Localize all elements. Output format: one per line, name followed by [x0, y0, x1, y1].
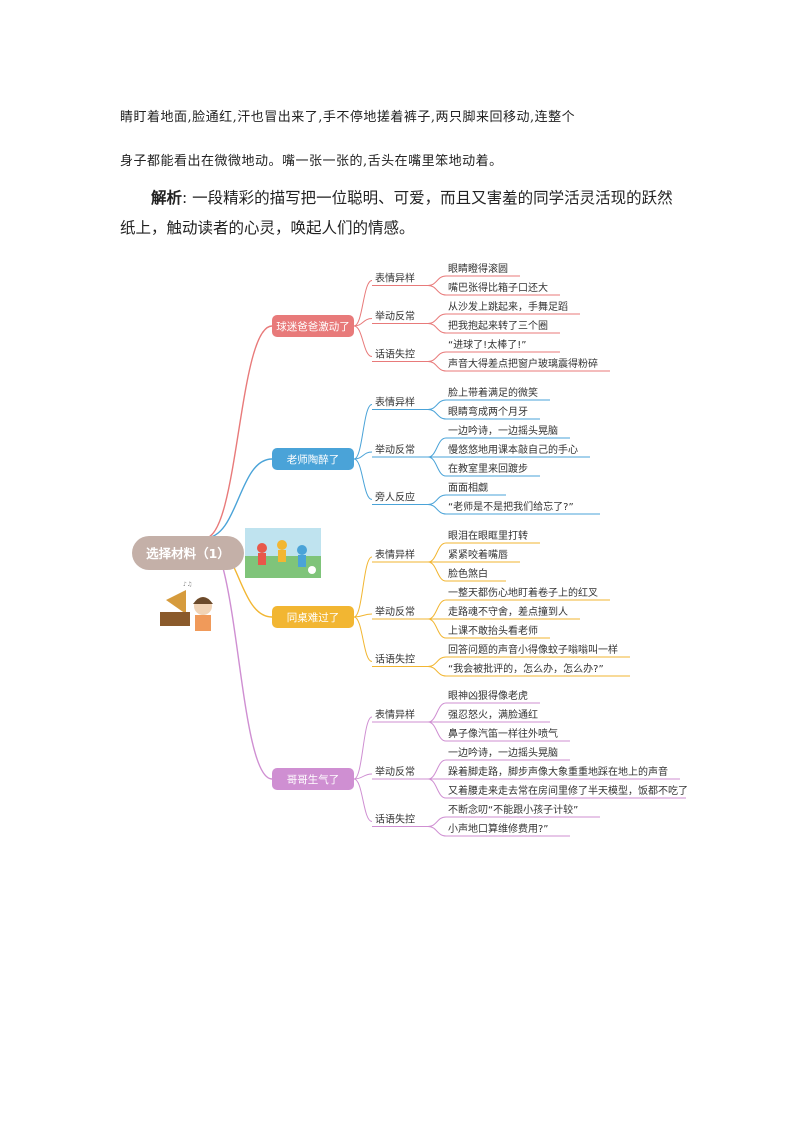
- paragraph-line-2: 身子都能看出在微微地动。嘴一张一张的,舌头在嘴里笨地动着。: [120, 154, 503, 169]
- connector-line: [353, 716, 373, 780]
- root-label: 选择材料（1）: [146, 546, 230, 561]
- leaf-text: 把我抱起来转了三个圈: [448, 319, 548, 332]
- leaf-text: 跺着脚走路，脚步声像大象重重地踩在地上的声音: [448, 765, 668, 778]
- branch-node: 球迷爸爸激动了: [272, 315, 354, 337]
- connector-line: [353, 451, 373, 460]
- category-label: 话语失控: [375, 653, 415, 666]
- analysis-paragraph: 解析: 一段精彩的描写把一位聪明、可爱，而且又害羞的同学活灵活现的跃然纸上，触动…: [120, 183, 680, 243]
- category-label: 举动反常: [375, 310, 415, 323]
- leaf-text: 鼻子像汽笛一样往外喷气: [448, 727, 558, 740]
- connector-line: [353, 556, 373, 618]
- analysis-text: : 一段精彩的描写把一位聪明、可爱，而且又害羞的同学活灵活现的跃然纸上，触动读者…: [120, 189, 673, 237]
- leaf-text: 嘴巴张得比箱子口还大: [448, 281, 548, 294]
- connector-line: [353, 318, 373, 327]
- svg-text:♪♫: ♪♫: [183, 581, 192, 588]
- connector-line: [353, 325, 373, 357]
- connector-line: [353, 778, 373, 822]
- branch-node: 老师陶醉了: [272, 448, 354, 470]
- branch-node: 同桌难过了: [272, 606, 354, 628]
- connector-line: [427, 816, 447, 827]
- connector-line: [427, 778, 447, 799]
- leaf-text: 声音大得差点把窗户玻璃震得粉碎: [448, 357, 598, 370]
- leaf-text: 在教室里来回踱步: [448, 462, 528, 475]
- leaf-text: 从沙发上跳起来，手舞足蹈: [448, 300, 568, 313]
- paragraph-line-1: 睛盯着地面,脸通红,汗也冒出来了,手不停地搓着裤子,两只脚来回移动,连整个: [120, 110, 576, 125]
- leaf-text: 又着腰走来走去常在房间里修了半天模型，饭都不吃了: [448, 784, 688, 797]
- leaf-text: 强忍怒火，满脸通红: [448, 708, 538, 721]
- connector-line: [353, 404, 373, 460]
- leaf-text: 一边吟诗，一边摇头晃脑: [448, 746, 558, 759]
- connector-line: [353, 613, 373, 618]
- leaf-text: “我会被批评的，怎么办，怎么办?”: [448, 662, 604, 675]
- leaf-text: 紧紧咬着嘴唇: [448, 548, 508, 561]
- category-label: 举动反常: [375, 443, 415, 456]
- leaf-text: 眼睛弯成两个月牙: [448, 405, 528, 418]
- connector-line: [427, 275, 447, 286]
- leaf-text: “进球了!太棒了!”: [448, 338, 526, 351]
- leaf-text: 上课不敢抬头看老师: [448, 624, 538, 637]
- branch-label: 同桌难过了: [287, 611, 340, 624]
- connector-line: [427, 599, 447, 620]
- category-label: 旁人反应: [375, 491, 415, 504]
- connector-line: [427, 542, 447, 563]
- category-label: 话语失控: [375, 348, 415, 361]
- connector-line: [353, 458, 373, 500]
- connector-line: [204, 458, 273, 539]
- leaf-text: 面面相觑: [448, 481, 488, 494]
- connector-line: [427, 437, 447, 458]
- connector-line: [204, 325, 273, 539]
- category-label: 表情异样: [375, 272, 415, 285]
- connector-line: [427, 504, 447, 515]
- branch-label: 球迷爸爸激动了: [276, 320, 350, 333]
- root-node: 选择材料（1）: [132, 536, 244, 570]
- leaf-text: 一边吟诗，一边摇头晃脑: [448, 424, 558, 437]
- category-label: 举动反常: [375, 605, 415, 618]
- leaf-text: 眼泪在眼眶里打转: [448, 529, 528, 542]
- children-playing-illustration: [245, 528, 321, 578]
- connector-line: [353, 616, 373, 662]
- connector-line: [427, 361, 447, 372]
- connector-line: [427, 656, 447, 667]
- connector-line: [353, 773, 373, 780]
- branch-node: 哥哥生气了: [272, 768, 354, 790]
- category-label: 表情异样: [375, 548, 415, 561]
- leaf-text: 不断念叨“不能跟小孩子计较”: [448, 803, 578, 816]
- connector-line: [427, 456, 447, 477]
- connector-line: [427, 759, 447, 780]
- connector-line: [427, 313, 447, 324]
- connector-line: [427, 702, 447, 723]
- connector-line: [427, 285, 447, 296]
- connector-line: [427, 399, 447, 410]
- leaf-text: 脸上带着满足的微笑: [448, 386, 538, 399]
- category-label: 话语失控: [375, 813, 415, 826]
- connector-line: [427, 561, 447, 582]
- connector-line: [427, 351, 447, 362]
- category-label: 表情异样: [375, 396, 415, 409]
- leaf-text: 小声地口算维修费用?”: [448, 822, 549, 835]
- connector-line: [427, 618, 447, 639]
- connector-line: [427, 409, 447, 420]
- leaf-text: “老师是不是把我们给忘了?”: [448, 500, 574, 513]
- leaf-text: 眼睛瞪得滚圆: [448, 262, 508, 275]
- category-label: 表情异样: [375, 708, 415, 721]
- connector-line: [427, 323, 447, 334]
- leaf-text: 走路魂不守舍，差点撞到人: [448, 605, 568, 618]
- connector-line: [427, 494, 447, 505]
- branch-label: 哥哥生气了: [287, 773, 340, 786]
- connector-line: [353, 280, 373, 327]
- leaf-text: 眼神凶狠得像老虎: [448, 689, 528, 702]
- gramophone-listener-illustration: ♪♫: [160, 581, 213, 631]
- analysis-label: 解析: [151, 189, 183, 207]
- leaf-text: 一整天都伤心地盯着卷子上的红叉: [448, 586, 598, 599]
- connector-line: [427, 666, 447, 677]
- category-label: 举动反常: [375, 765, 415, 778]
- leaf-text: 回答问题的声音小得像蚊子嗡嗡叫一样: [448, 643, 618, 656]
- leaf-text: 慢悠悠地用课本敲自己的手心: [448, 443, 578, 456]
- branch-label: 老师陶醉了: [287, 453, 340, 466]
- connector-line: [427, 826, 447, 837]
- leaf-text: 脸色煞白: [448, 567, 488, 580]
- connector-line: [427, 721, 447, 742]
